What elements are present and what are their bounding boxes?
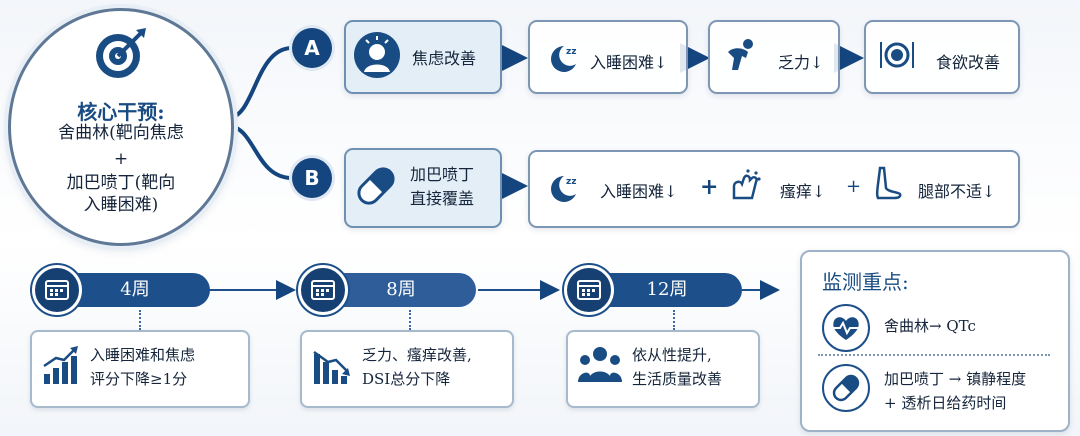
- scratching-hand-icon: [732, 169, 761, 200]
- svg-text:zz: zz: [566, 47, 576, 57]
- calendar-glyph-icon: [577, 280, 601, 300]
- result-8w-line-1: 乏力、瘙痒改善,: [362, 346, 472, 364]
- timeline-bar-8w: 8周: [326, 273, 476, 307]
- calendar-glyph-icon: [45, 280, 69, 300]
- dotted-connector: [139, 310, 141, 330]
- branch-b-label: B: [292, 158, 332, 198]
- branch-b-effects-box: [528, 150, 1020, 228]
- moon-sleep-icon: zz: [551, 176, 576, 202]
- core-line-2: 加巴喷丁(靶向: [66, 173, 176, 193]
- heart-monitor-icon: [822, 304, 870, 352]
- leg-foot-icon: [875, 166, 902, 200]
- svg-text:zz: zz: [566, 177, 576, 187]
- dotted-connector: [673, 310, 675, 330]
- result-12w-line-1: 依从性提升,: [632, 346, 712, 364]
- result-box-12w: [566, 330, 760, 408]
- result-12w-line-2: 生活质量改善: [632, 370, 723, 388]
- result-8w-line-2: DSI总分下降: [362, 370, 451, 388]
- branch-b-effect-1: 入睡困难↓: [600, 182, 678, 201]
- timeline-bar-12w: 12周: [592, 273, 742, 307]
- branch-a-step-3-label: 乏力↓: [778, 53, 824, 72]
- branch-b-effect-2: 瘙痒↓: [780, 182, 826, 201]
- calendar-glyph-icon: [311, 280, 335, 300]
- target-icon: [96, 28, 146, 78]
- monitoring-title: 监测重点:: [822, 270, 909, 294]
- branch-b-cause-line-1: 加巴喷丁: [410, 165, 475, 184]
- core-title: 核心干预:: [77, 100, 165, 124]
- fatigue-person-icon: [728, 39, 753, 70]
- core-plus: +: [113, 149, 129, 169]
- monitor-item-2-line-2: + 透析日给药时间: [884, 394, 1007, 412]
- monitor-item-1: 舍曲林→ QTc: [884, 317, 976, 335]
- branch-a-step-2-label: 入睡困难↓: [590, 53, 668, 72]
- core-line-1: 舍曲林(靶向焦虑: [58, 123, 184, 143]
- bar-chart-up-icon: [43, 346, 78, 384]
- pill-capsule-icon: [357, 167, 395, 205]
- people-icon: [578, 347, 622, 382]
- branch-a-step-1-label: 焦虑改善: [412, 49, 477, 68]
- branch-b-cause-line-2: 直接覆盖: [410, 189, 475, 208]
- result-box-8w: [300, 330, 514, 408]
- branch-a-step-4: [864, 20, 1020, 94]
- branch-b-plus-1: +: [700, 174, 719, 200]
- branch-b-connector: [227, 124, 293, 180]
- branch-a-label: A: [292, 28, 332, 68]
- plate-utensils-icon: [880, 42, 914, 68]
- timeline-bar-4w: 4周: [60, 273, 210, 307]
- branch-b-effect-3: 腿部不适↓: [918, 182, 996, 201]
- branch-b-plus-2: +: [846, 176, 862, 197]
- pill-capsule-icon: [822, 364, 870, 412]
- monitor-item-2-line-1: 加巴喷丁 → 镇静程度: [884, 370, 1027, 388]
- moon-sleep-icon: zz: [551, 46, 576, 72]
- core-line-3: 入睡困难): [83, 195, 159, 215]
- dotted-connector: [409, 310, 411, 330]
- branch-a-step-3: [708, 20, 840, 94]
- head-anxiety-icon: [354, 32, 400, 78]
- monitor-divider: [818, 354, 1050, 356]
- result-4w-line-1: 入睡困难和焦虑: [90, 346, 196, 364]
- result-box-4w: [30, 330, 250, 408]
- result-4w-line-2: 评分下降≥1分: [90, 370, 188, 388]
- branch-a-connector: [227, 46, 293, 120]
- branch-a-step-4-label: 食欲改善: [936, 53, 1001, 72]
- bar-chart-down-icon: [313, 350, 350, 384]
